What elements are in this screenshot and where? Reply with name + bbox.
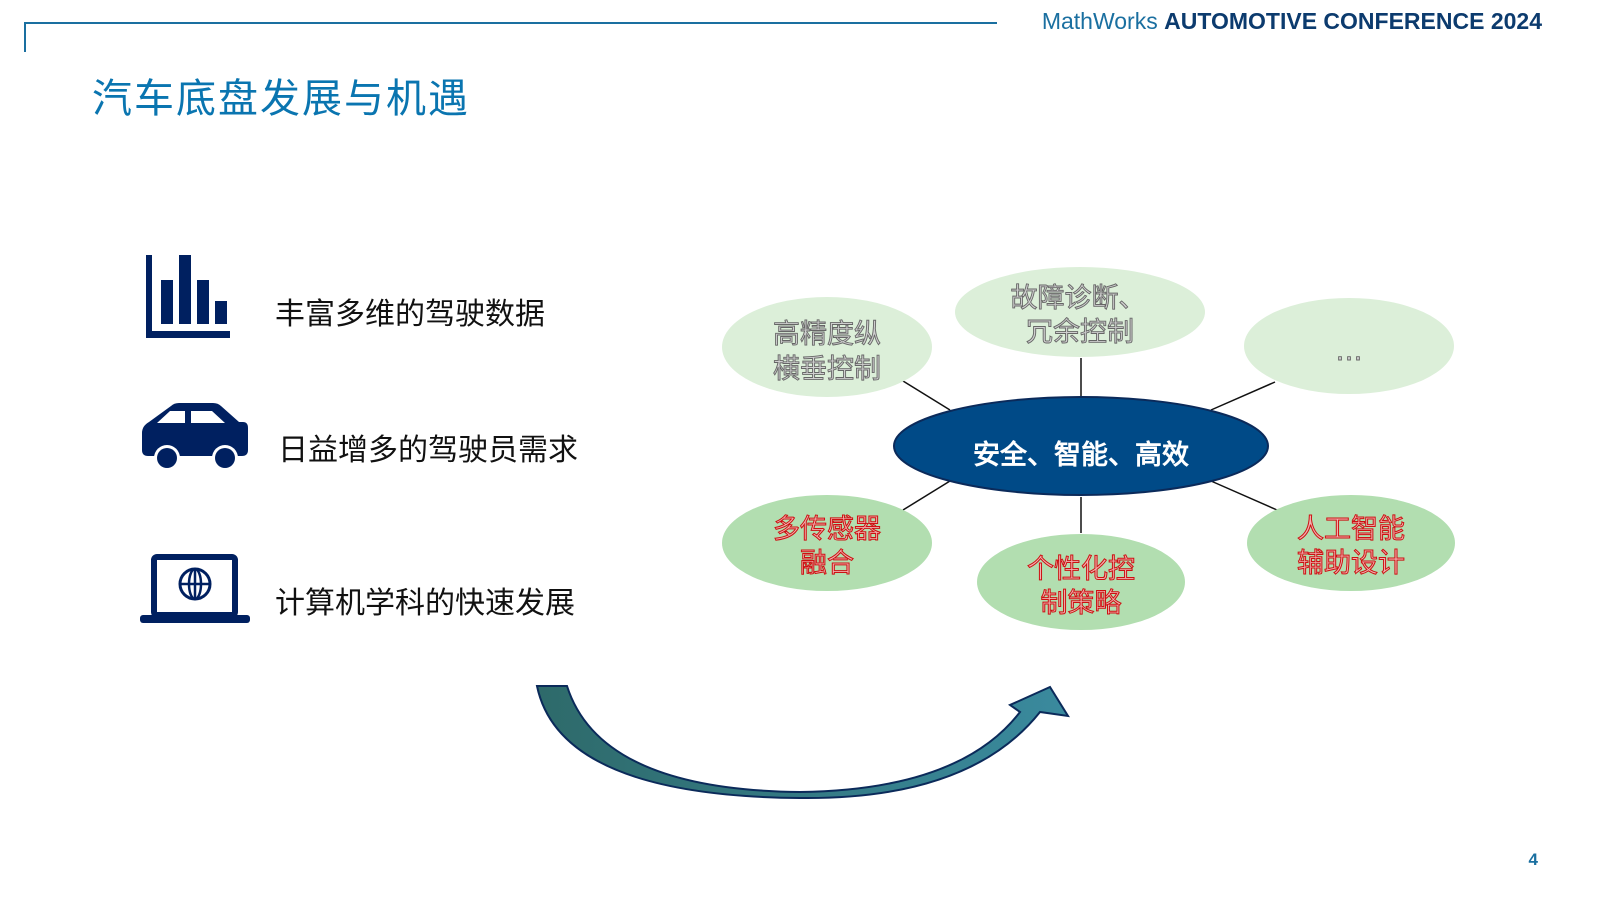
node-label: 辅助设计 — [1297, 548, 1405, 579]
bar-chart-icon — [146, 255, 230, 338]
conference-brand: MathWorks AUTOMOTIVE CONFERENCE 2024 — [1042, 8, 1542, 35]
node-precision-control — [722, 297, 932, 397]
curved-arrow — [535, 685, 1070, 800]
node-label: 横垂控制 — [773, 354, 881, 385]
brand-name: MathWorks — [1041, 8, 1158, 34]
node-label: 多传感器 — [773, 514, 881, 545]
page-number: 4 — [1528, 850, 1538, 869]
node-label: 制策略 — [1041, 588, 1122, 619]
node-label: 冗余控制 — [1026, 317, 1134, 348]
node-label: … — [1336, 336, 1363, 367]
center-goal — [893, 396, 1269, 496]
node-personalized-control — [977, 534, 1185, 630]
driver-label-demand: 日益增多的驾驶员需求 — [278, 433, 578, 468]
node-label: 融合 — [800, 548, 854, 579]
node-ai-design — [1247, 495, 1455, 591]
page-title: 汽车底盘发展与机遇 — [92, 76, 470, 122]
laptop-globe-icon — [140, 554, 250, 623]
header-rule — [25, 22, 997, 24]
driver-label-computing: 计算机学科的快速发展 — [275, 586, 575, 621]
node-more — [1244, 298, 1454, 394]
connector-lines — [902, 358, 1278, 533]
node-label: 故障诊断、 — [1011, 283, 1146, 314]
node-label: 个性化控 — [1027, 554, 1135, 585]
node-label: 高精度纵 — [773, 319, 881, 350]
conference-name: AUTOMOTIVE CONFERENCE 2024 — [1164, 8, 1542, 34]
center-goal-label: 安全、智能、高效 — [973, 439, 1189, 471]
node-sensor-fusion — [722, 495, 932, 591]
node-fault-diagnosis — [955, 267, 1205, 357]
driver-label-data: 丰富多维的驾驶数据 — [275, 297, 545, 332]
car-icon — [142, 403, 248, 471]
driver-icons — [140, 255, 250, 623]
header-rule-vertical — [24, 22, 26, 52]
node-label: 人工智能 — [1297, 514, 1405, 545]
